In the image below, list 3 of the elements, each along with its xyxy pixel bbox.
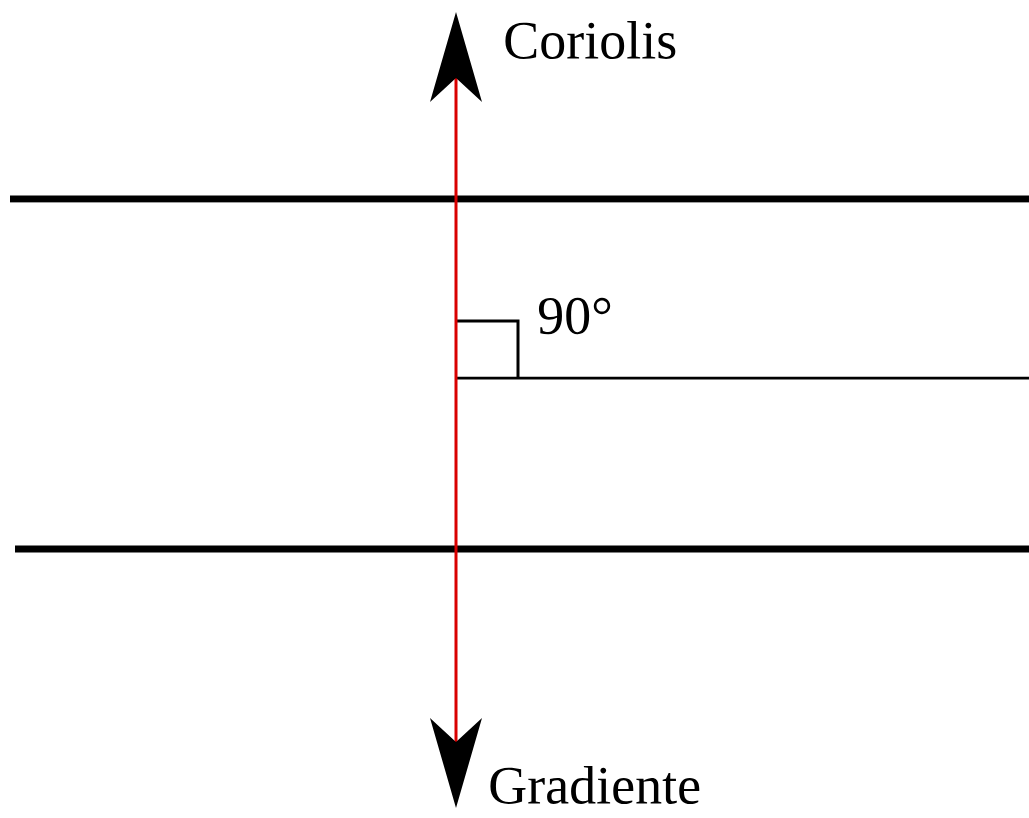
force-label: Gradiente — [490, 766, 700, 804]
angle-label: 90° — [538, 297, 611, 335]
force-label: Coriolis — [505, 21, 676, 59]
